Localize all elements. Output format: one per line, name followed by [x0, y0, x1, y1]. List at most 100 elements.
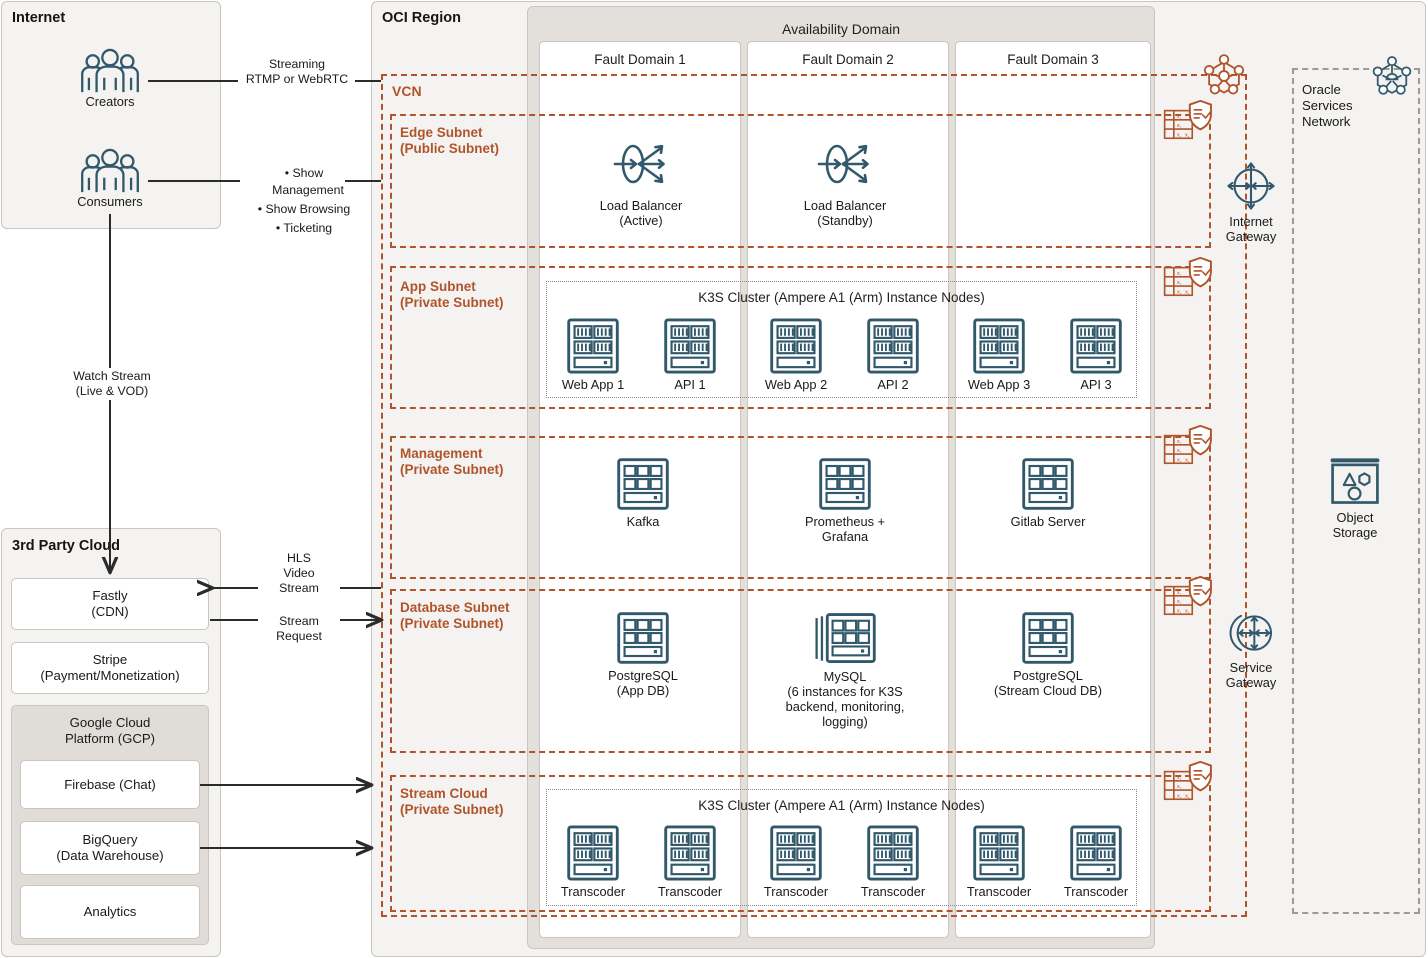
- vm-icon: [819, 458, 871, 510]
- vm-stack-icon: [815, 613, 876, 663]
- card-firebase[interactable]: Firebase (Chat): [20, 760, 200, 809]
- instance-icon: [1070, 318, 1122, 374]
- node-transcoder-6[interactable]: Transcoder: [1064, 824, 1128, 904]
- node-prometheus-grafana[interactable]: Prometheus + Grafana: [805, 457, 885, 547]
- instance-icon: [1070, 825, 1122, 881]
- security-list-5: [1163, 760, 1215, 806]
- service-gateway[interactable]: Service Gateway: [1224, 608, 1278, 698]
- subnet-edge-label: Edge Subnet (Public Subnet): [400, 125, 499, 156]
- instance-icon: [567, 825, 619, 881]
- node-load-balancer-active[interactable]: Load Balancer (Active): [600, 132, 682, 232]
- stream-k3s-cluster: K3S Cluster (Ampere A1 (Arm) Instance No…: [546, 789, 1137, 906]
- node-object-storage[interactable]: Object Storage: [1328, 455, 1382, 545]
- vm-icon: [1022, 612, 1074, 664]
- instance-icon: [973, 825, 1025, 881]
- subnet-edge: [390, 114, 1211, 248]
- subnet-stream: [390, 775, 1211, 912]
- node-mysql-label: MySQL (6 instances for K3S backend, moni…: [785, 669, 905, 730]
- connector-watch-stream-label: Watch Stream (Live & VOD): [45, 368, 179, 400]
- node-kafka-label: Kafka: [626, 514, 660, 529]
- card-bigquery[interactable]: BigQuery (Data Warehouse): [20, 821, 200, 875]
- route-table-icon: [1199, 52, 1249, 100]
- node-gitlab-server-label: Gitlab Server: [1010, 514, 1086, 529]
- actor-consumers: Consumers: [73, 148, 147, 214]
- connector-consumer-services-labels: • Show Management • Show Browsing • Tick…: [248, 165, 358, 237]
- actor-creators-label: Creators: [85, 94, 135, 109]
- node-web-app-3[interactable]: Web App 3: [968, 317, 1030, 397]
- gcp-group-title: Google Cloud Platform (GCP): [64, 715, 156, 746]
- internet-gateway[interactable]: Internet Gateway: [1225, 160, 1277, 250]
- fault-domain-2-title: Fault Domain 2: [802, 52, 894, 67]
- node-prometheus-grafana-label: Prometheus + Grafana: [804, 514, 886, 545]
- node-api-2[interactable]: API 2: [866, 317, 920, 397]
- vm-icon: [1022, 458, 1074, 510]
- node-transcoder-5-label: Transcoder: [966, 884, 1032, 899]
- load-balancer-icon: [613, 144, 665, 184]
- vm-icon: [617, 612, 669, 664]
- vcn-label: VCN: [392, 83, 422, 99]
- node-transcoder-4-label: Transcoder: [860, 884, 926, 899]
- node-web-app-3-label: Web App 3: [967, 377, 1031, 392]
- fault-domain-3-title: Fault Domain 3: [1007, 52, 1099, 67]
- people-icon: [80, 148, 140, 194]
- instance-icon: [867, 825, 919, 881]
- node-transcoder-2[interactable]: Transcoder: [658, 824, 722, 904]
- node-api-1-label: API 1: [674, 377, 706, 392]
- card-fastly[interactable]: Fastly (CDN): [11, 578, 209, 630]
- node-postgresql-stream-cloud-db-label: PostgreSQL (Stream Cloud DB): [993, 668, 1103, 699]
- node-web-app-2[interactable]: Web App 2: [765, 317, 827, 397]
- security-list-4: [1163, 575, 1215, 621]
- node-load-balancer-standby[interactable]: Load Balancer (Standby): [804, 132, 886, 232]
- network-nodes-icon: [1203, 54, 1245, 95]
- node-transcoder-3[interactable]: Transcoder: [764, 824, 828, 904]
- node-web-app-1-label: Web App 1: [561, 377, 625, 392]
- node-object-storage-label: Object Storage: [1332, 510, 1378, 541]
- node-web-app-2-label: Web App 2: [764, 377, 828, 392]
- oracle-services-network: [1292, 68, 1420, 914]
- stream-k3s-cluster-title: K3S Cluster (Ampere A1 (Arm) Instance No…: [698, 798, 985, 813]
- card-analytics[interactable]: Analytics: [20, 885, 200, 939]
- node-web-app-1[interactable]: Web App 1: [562, 317, 624, 397]
- card-stripe[interactable]: Stripe (Payment/Monetization): [11, 642, 209, 694]
- node-postgresql-app-db-label: PostgreSQL (App DB): [608, 668, 678, 699]
- people-icon: [80, 48, 140, 94]
- node-transcoder-5[interactable]: Transcoder: [967, 824, 1031, 904]
- subnet-database: [390, 589, 1211, 753]
- vm-icon: [617, 458, 669, 510]
- node-kafka[interactable]: Kafka: [616, 457, 670, 547]
- subnet-stream-label: Stream Cloud (Private Subnet): [400, 786, 504, 817]
- node-load-balancer-active-label: Load Balancer (Active): [599, 198, 683, 229]
- connector-show-browsing-label: • Show Browsing: [257, 201, 351, 216]
- internet-group: Internet: [1, 1, 221, 229]
- connector-hls-label: HLS Video Stream: [258, 550, 340, 597]
- subnet-app: [390, 266, 1211, 409]
- node-gitlab-server[interactable]: Gitlab Server: [1011, 457, 1085, 547]
- node-mysql[interactable]: MySQL (6 instances for K3S backend, moni…: [786, 611, 904, 741]
- security-list-icon: [1163, 424, 1212, 465]
- object-storage-icon: [1328, 455, 1382, 507]
- app-k3s-cluster: K3S Cluster (Ampere A1 (Arm) Instance No…: [546, 281, 1137, 398]
- node-api-3[interactable]: API 3: [1069, 317, 1123, 397]
- security-list-icon: [1163, 575, 1212, 616]
- service-gateway-label: Service Gateway: [1225, 660, 1277, 691]
- instance-icon: [770, 318, 822, 374]
- availability-domain-title: Availability Domain: [781, 21, 900, 37]
- node-postgresql-stream-cloud-db[interactable]: PostgreSQL (Stream Cloud DB): [994, 611, 1102, 711]
- security-list-1: [1163, 99, 1215, 145]
- security-list-icon: [1163, 99, 1212, 140]
- instance-icon: [567, 318, 619, 374]
- node-api-2-label: API 2: [877, 377, 909, 392]
- connector-stream-request-label: Stream Request: [258, 613, 340, 645]
- node-postgresql-app-db[interactable]: PostgreSQL (App DB): [608, 611, 678, 711]
- actor-consumers-label: Consumers: [77, 194, 143, 209]
- node-api-1[interactable]: API 1: [663, 317, 717, 397]
- internet-gateway-label: Internet Gateway: [1225, 214, 1277, 245]
- node-transcoder-6-label: Transcoder: [1063, 884, 1129, 899]
- actor-creators: Creators: [73, 48, 147, 114]
- node-transcoder-1-label: Transcoder: [560, 884, 626, 899]
- node-transcoder-1[interactable]: Transcoder: [561, 824, 625, 904]
- connector-ticketing-label: • Ticketing: [275, 220, 333, 235]
- node-transcoder-4[interactable]: Transcoder: [861, 824, 925, 904]
- security-list-3: [1163, 424, 1215, 470]
